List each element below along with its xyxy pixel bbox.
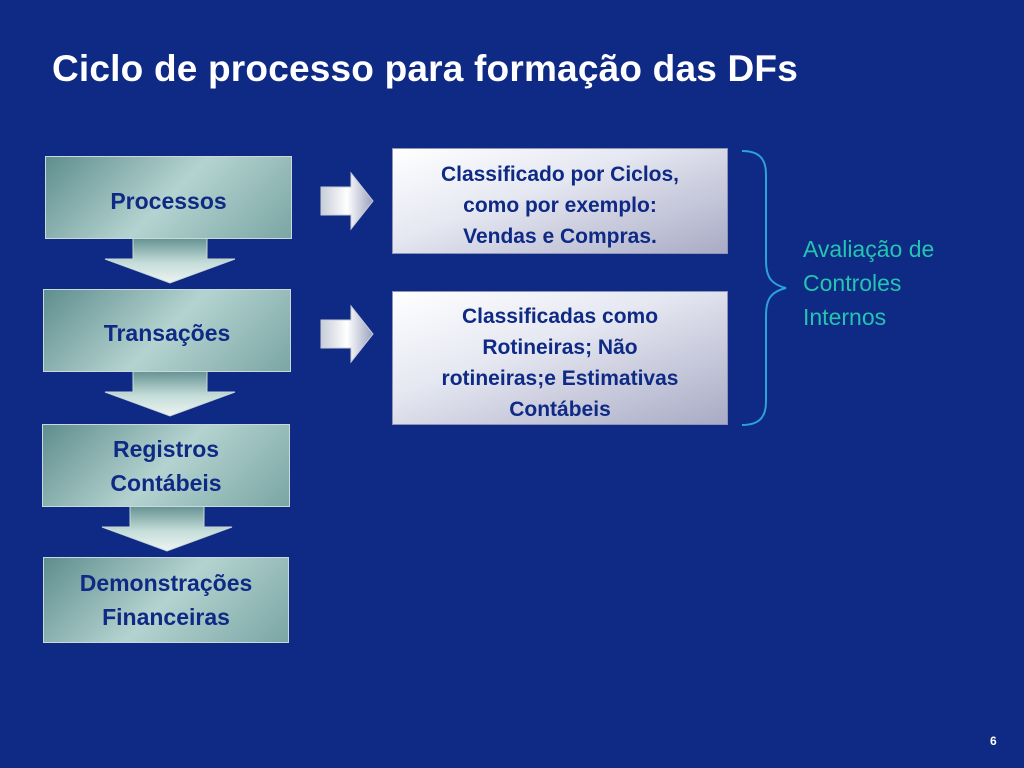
- down-arrow-3: [101, 504, 233, 552]
- step-processos: Processos: [45, 156, 292, 239]
- description-ciclos: Classificado por Ciclos, como por exempl…: [392, 148, 728, 254]
- down-arrow-2: [104, 369, 236, 417]
- step-label: Transações: [103, 320, 231, 346]
- step-transacoes: Transações: [43, 289, 291, 372]
- side-note-line1: Avaliação de: [803, 236, 935, 262]
- right-arrow-2: [320, 304, 374, 364]
- description-line2: como por exemplo:: [463, 194, 657, 217]
- description-rotineiras: Classificadas como Rotineiras; Não rotin…: [392, 291, 728, 425]
- description-line4: Contábeis: [509, 398, 611, 421]
- description-line3: Vendas e Compras.: [463, 225, 657, 248]
- step-registros-contabeis: Registros Contábeis: [42, 424, 290, 507]
- page-number: 6: [990, 734, 997, 748]
- step-label: Processos: [110, 188, 227, 214]
- step-demonstracoes-financeiras: Demonstrações Financeiras: [43, 557, 289, 643]
- slide-title: Ciclo de processo para formação das DFs: [52, 48, 798, 89]
- step-label-line1: Registros: [112, 435, 220, 462]
- curly-brace-icon: [741, 150, 787, 426]
- down-arrow-1: [104, 236, 236, 284]
- description-line2: Rotineiras; Não: [482, 336, 638, 359]
- side-note-controles-internos: Avaliação de Controles Internos: [803, 232, 934, 334]
- description-line3: rotineiras;e Estimativas: [441, 367, 679, 390]
- side-note-line3: Internos: [803, 304, 887, 330]
- side-note-line2: Controles: [803, 270, 902, 296]
- description-line1: Classificado por Ciclos,: [440, 163, 680, 186]
- right-arrow-1: [320, 171, 374, 231]
- step-label-line2: Contábeis: [110, 469, 222, 496]
- step-label-line1: Demonstrações: [79, 570, 253, 596]
- step-label-line2: Financeiras: [102, 604, 230, 630]
- description-line1: Classificadas como: [461, 305, 659, 328]
